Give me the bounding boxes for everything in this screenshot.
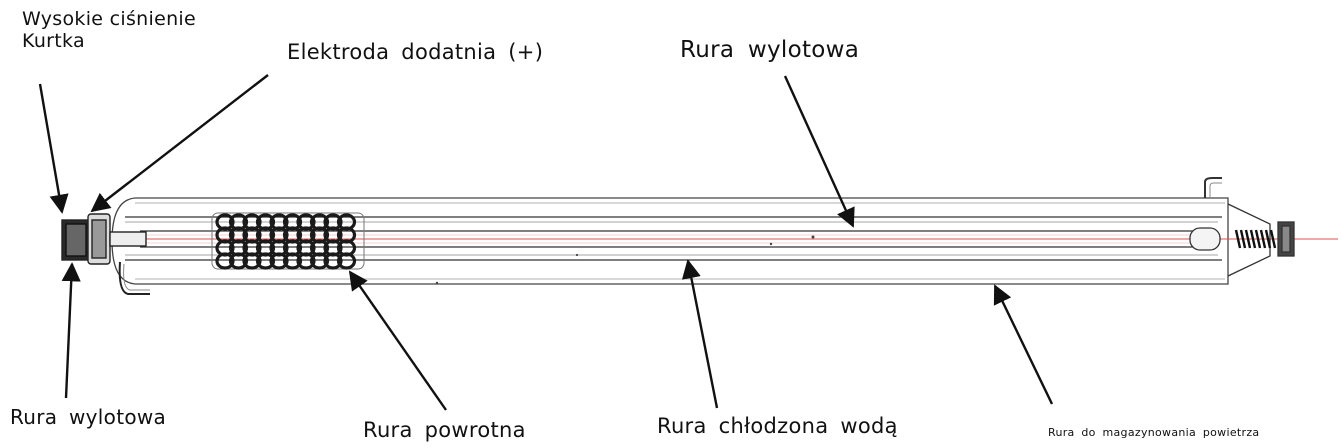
arrow-positive-electrode <box>90 74 269 213</box>
label-water-cooled-tube: Rura chłodzona wodą <box>657 414 898 438</box>
coil-loop <box>215 252 235 270</box>
coil-loop <box>282 252 303 270</box>
spring-turn <box>1259 229 1267 249</box>
label-outlet-tube-top: Rura wylotowa <box>680 37 860 63</box>
label-return-tube: Rura powrotna <box>363 418 526 442</box>
water-cooled-tube <box>125 216 1222 261</box>
gas-storage-tube <box>111 197 1229 285</box>
coil-loop <box>269 252 289 270</box>
label-gas-storage-tube: Rura do magazynowania powietrza <box>1048 426 1260 439</box>
arrow-water-cooled <box>681 259 719 409</box>
spring-turn <box>1249 229 1257 249</box>
arrow-return-tube <box>348 270 447 411</box>
arrow-outlet-bottom <box>61 262 81 399</box>
arrow-outlet-top <box>783 75 855 228</box>
spring-turn <box>1234 229 1242 249</box>
spring-turn <box>1254 229 1262 249</box>
arrow-high-voltage <box>38 83 69 214</box>
coil-loop <box>228 252 249 270</box>
specks <box>435 235 815 285</box>
arrow-gas-storage <box>993 284 1054 405</box>
coil-loop <box>296 252 316 270</box>
callout-arrows <box>38 74 1054 411</box>
spring-turn <box>1269 229 1277 249</box>
right-end-cap <box>1189 177 1295 277</box>
label-high-voltage-jacket: Wysokie ciśnienie Kurtka <box>22 8 196 52</box>
discharge-tube <box>140 230 1338 248</box>
coil-loop <box>255 252 276 270</box>
coil-loop <box>309 252 330 270</box>
spring-turn <box>1239 229 1247 249</box>
spring-turn <box>1244 229 1252 249</box>
coil-loop <box>336 252 357 270</box>
coil-loop <box>242 252 262 270</box>
left-end-cap <box>61 213 150 295</box>
coil-loop <box>323 252 343 270</box>
label-positive-electrode: Elektroda dodatnia (+) <box>287 40 544 64</box>
right-spring <box>1234 229 1277 249</box>
label-outlet-tube-bottom: Rura wylotowa <box>10 405 167 429</box>
return-tube-coil <box>211 212 365 270</box>
spring-turn <box>1264 229 1272 249</box>
